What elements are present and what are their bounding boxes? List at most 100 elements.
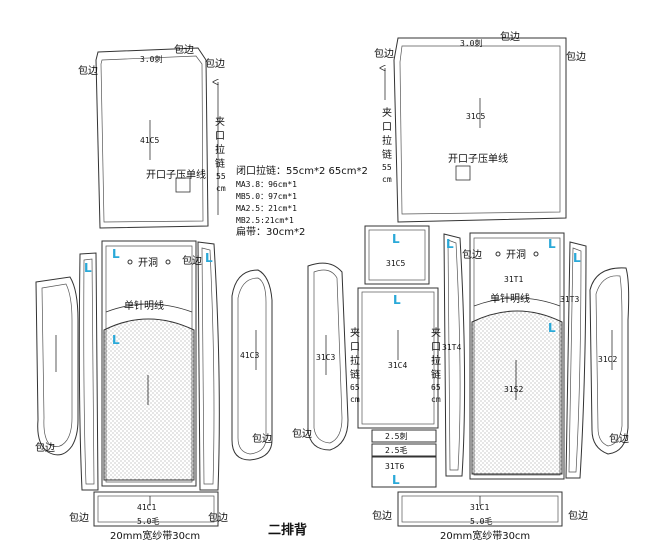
edge-label: 3.0刺 (460, 39, 482, 48)
piece-31T6: 31T6 L (371, 456, 437, 488)
piece-code: 31T1 (504, 275, 523, 284)
piece-main-panel-right: L L 开洞 31T1 单针明线 31S2 包边 (462, 232, 565, 480)
svg-text:链: 链 (382, 148, 392, 161)
svg-text:L: L (205, 251, 213, 265)
opening-label: 开洞 (138, 257, 158, 269)
svg-text:L: L (84, 261, 92, 275)
spec-line: MB5.0：97cm*1 (236, 192, 297, 201)
edge-label: 2.5刺 (385, 432, 407, 441)
piece-31T3: L 31T3 (560, 241, 587, 479)
zipper-vertical-right: 夹 口 拉 链 55 cm (382, 68, 392, 184)
piece-code: 31T3 (560, 295, 579, 304)
page-title: 二排背 (268, 522, 307, 538)
svg-text:L: L (446, 237, 454, 251)
svg-text:L: L (112, 333, 120, 347)
spec-line: MA3.8：96cm*1 (236, 180, 297, 189)
binding-label: 包边 (372, 509, 392, 522)
binding-label: 包边 (205, 57, 225, 70)
svg-text:拉: 拉 (382, 134, 392, 147)
binding-label: 包边 (500, 30, 520, 43)
edge-label: 3.0刺 (140, 55, 162, 64)
svg-text:口: 口 (350, 342, 360, 353)
binding-label: 包边 (252, 432, 272, 445)
edge-label: 5.0毛 (137, 516, 159, 526)
svg-text:L: L (548, 237, 556, 251)
svg-text:夹: 夹 (382, 106, 392, 119)
binding-label: 包边 (182, 254, 202, 267)
binding-label: 包边 (609, 432, 629, 445)
piece-code: 31S2 (504, 385, 523, 394)
piece-31C2: 31C2 包边 (589, 267, 630, 455)
binding-label: 包边 (462, 248, 482, 261)
spec-line: MA2.5：21cm*1 (236, 204, 297, 213)
piece-41C1: 41C1 5.0毛 包边 包边 20mm宽纱带30cm (69, 491, 228, 542)
piece-31T4: L 31T4 (442, 233, 466, 477)
binding-label: 包边 (568, 509, 588, 522)
svg-text:拉: 拉 (431, 354, 441, 367)
binding-label: 包边 (35, 441, 55, 454)
svg-text:65: 65 (431, 383, 441, 392)
piece-left-strip: L (78, 252, 99, 491)
piece-main-panel-left: L L 开洞 单针明线 (101, 240, 197, 487)
zipper-vertical-left: 夹 口 拉 链 55 cm (215, 82, 226, 215)
opening-label: 开口子压单线 (448, 152, 508, 165)
piece-31C3: 31C3 包边 (292, 262, 349, 451)
svg-text:链: 链 (431, 368, 441, 381)
svg-text:cm: cm (216, 184, 226, 193)
svg-text:L: L (393, 293, 401, 307)
piece-41C5-left: 3.0刺 41C5 开口子压单线 包边 包边 包边 (78, 43, 225, 229)
svg-text:65: 65 (350, 383, 360, 392)
binding-label: 包边 (78, 64, 98, 77)
svg-text:cm: cm (350, 395, 360, 404)
svg-text:拉: 拉 (215, 143, 225, 156)
binding-label: 包边 (292, 427, 312, 440)
piece-code: 31T6 (385, 462, 404, 471)
binding-label: 包边 (374, 47, 394, 60)
piece-31C4: L 31C4 夹 口 拉 链 65 cm 夹 口 拉 链 65 cm (350, 287, 441, 429)
tape-note: 20mm宽纱带30cm (110, 529, 200, 542)
svg-text:L: L (112, 247, 120, 261)
svg-text:夹: 夹 (215, 115, 225, 128)
svg-text:链: 链 (215, 157, 225, 170)
piece-code: 41C3 (240, 351, 259, 360)
svg-text:夹: 夹 (431, 326, 441, 339)
spec-line: 闭口拉链：55cm*2 65cm*2 (236, 164, 368, 177)
spec-line: MB2.5:21cm*1 (236, 216, 294, 225)
svg-text:链: 链 (350, 368, 360, 381)
svg-text:拉: 拉 (350, 354, 360, 367)
piece-31C1: 31C1 5.0毛 包边 包边 20mm宽纱带30cm (372, 491, 588, 542)
svg-text:55: 55 (216, 172, 226, 181)
edge-label: 2.5毛 (385, 445, 407, 455)
svg-text:口: 口 (431, 342, 441, 353)
opening-label: 开口子压单线 (146, 168, 206, 181)
piece-left-strip-2: L 包边 (182, 241, 220, 491)
svg-text:55: 55 (382, 163, 392, 172)
piece-code: 31C4 (388, 361, 407, 370)
piece-code: 31C5 (386, 259, 405, 268)
binding-label: 包边 (174, 43, 194, 56)
stitch-label: 单针明线 (490, 292, 530, 305)
binding-label: 包边 (69, 511, 89, 524)
piece-code: 41C1 (137, 503, 156, 512)
svg-text:夹: 夹 (350, 326, 360, 339)
binding-label: 包边 (566, 50, 586, 63)
piece-code: 31C1 (470, 503, 489, 512)
strip-2.5-2: 2.5毛 (371, 443, 437, 457)
piece-code: 31C2 (598, 355, 617, 364)
stitch-label: 单针明线 (124, 299, 164, 312)
svg-text:cm: cm (382, 175, 392, 184)
piece-code: 31C3 (316, 353, 335, 362)
spec-line: 扁带：30cm*2 (236, 225, 305, 238)
svg-text:L: L (548, 321, 556, 335)
opening-label: 开洞 (506, 249, 526, 261)
piece-left-curve: 包边 (35, 276, 79, 456)
svg-text:口: 口 (382, 122, 392, 133)
binding-label: 包边 (208, 511, 228, 524)
svg-text:L: L (392, 473, 400, 487)
piece-41C3: 41C3 包边 (231, 269, 273, 461)
svg-text:口: 口 (215, 131, 225, 142)
piece-code: 31T4 (442, 343, 461, 352)
piece-31C5-small: L 31C5 (364, 225, 430, 285)
piece-code: 31C5 (466, 112, 485, 121)
